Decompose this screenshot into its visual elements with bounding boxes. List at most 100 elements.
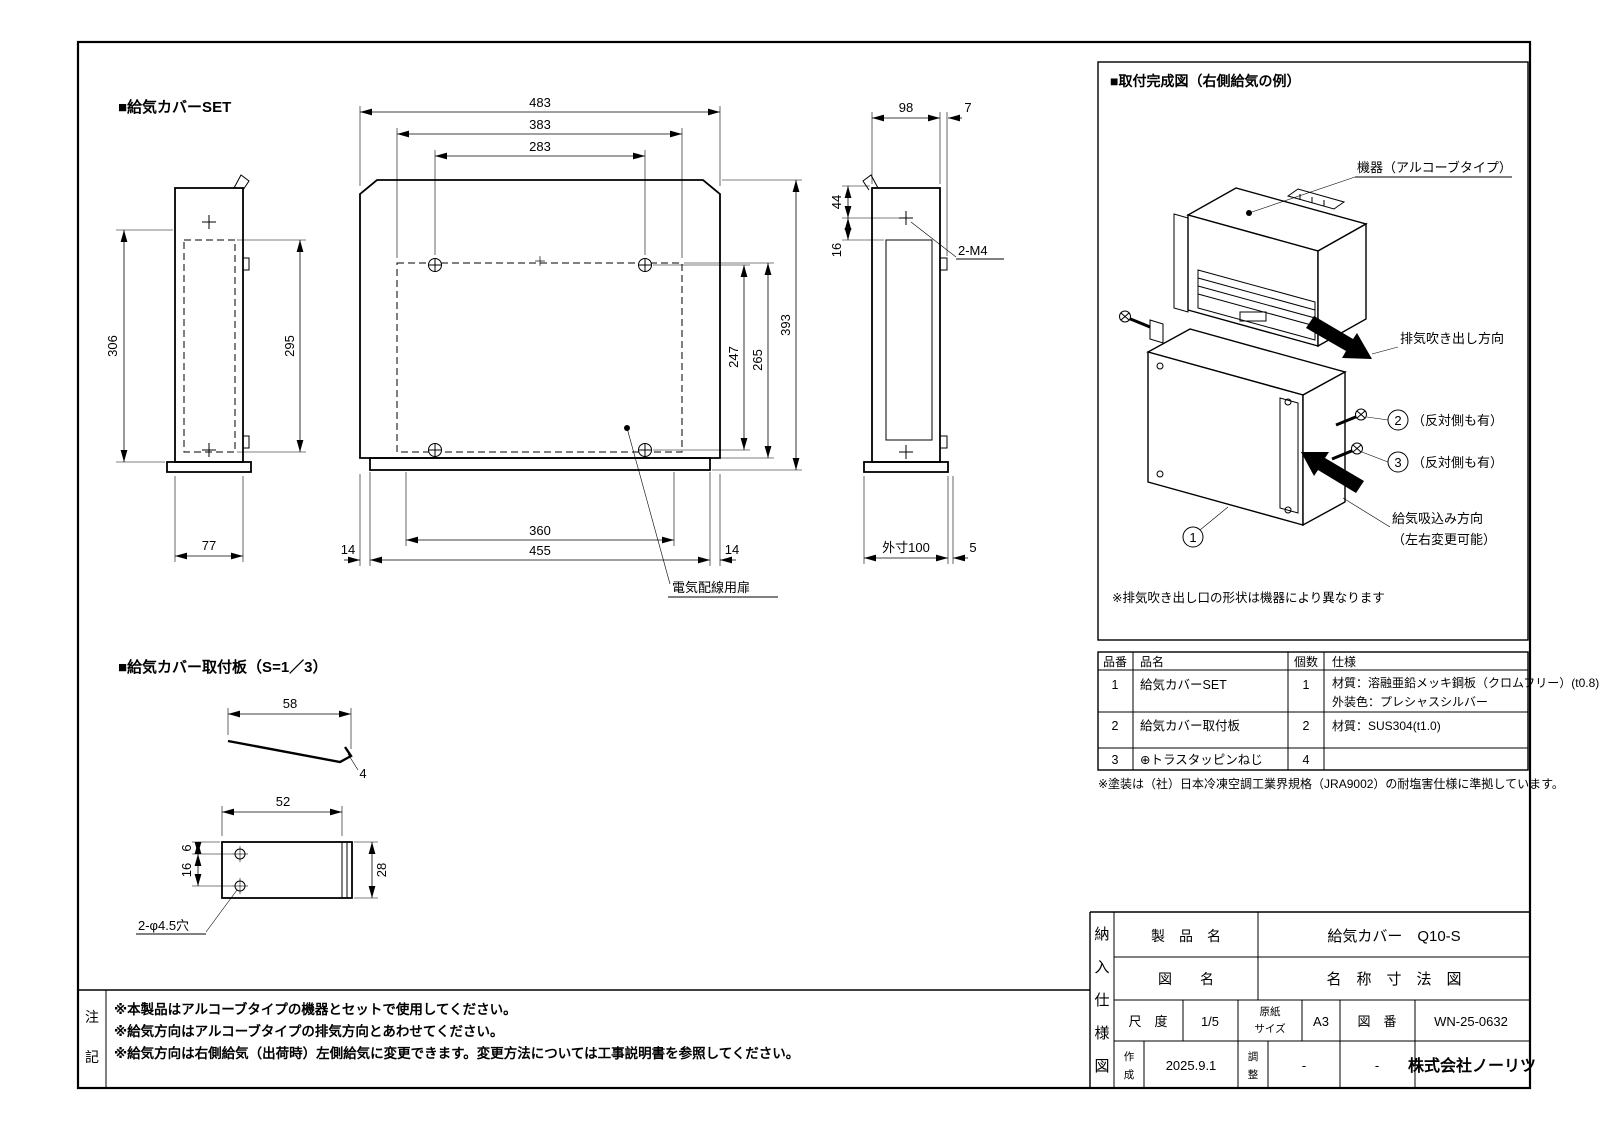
row2-spec1: 材質：SUS304(t1.0)	[1332, 718, 1441, 733]
drawing-name-label: 図 名	[1158, 971, 1214, 987]
install-view: ■取付完成図（右側給気の例）	[1097, 61, 1529, 641]
dim-outer-100: 外寸100	[882, 540, 930, 555]
dim-16: 16	[829, 243, 844, 257]
note-line-3: ※給気方向は右側給気（出荷時）左側給気に変更できます。変更方法については工事説明…	[114, 1045, 799, 1061]
col-header-qty: 個数	[1294, 654, 1318, 669]
intake-label-1: 給気吸込み方向	[1392, 511, 1483, 526]
dim-44: 44	[829, 195, 844, 209]
bracket-view: 58 4 52 6 16 28 2-φ4.5穴	[136, 696, 389, 935]
row2-no: 2	[1112, 719, 1119, 733]
dim-7: 7	[964, 100, 971, 115]
created-label-1: 作	[1124, 1051, 1135, 1063]
row1-spec2: 外装色：プレシャスシルバー	[1332, 695, 1488, 709]
set-section-label: ■給気カバーSET	[118, 98, 231, 116]
doc-type-char-5: 図	[1094, 1058, 1109, 1075]
figure-number-value: WN-25-0632	[1434, 1014, 1508, 1029]
dim-16b: 16	[179, 863, 194, 877]
callout-3-number: 3	[1394, 455, 1401, 470]
adjust-value: -	[1302, 1058, 1306, 1073]
holes-label: 2-φ4.5穴	[138, 918, 189, 933]
dim-4: 4	[359, 766, 366, 781]
col-header-spec: 仕様	[1332, 655, 1356, 669]
cover-right-face	[1302, 370, 1346, 527]
dim-295: 295	[282, 335, 297, 357]
dim-455: 455	[529, 543, 551, 558]
row3-qty: 4	[1303, 753, 1310, 767]
dim-393: 393	[778, 314, 793, 336]
paper-size-label-2: サイズ	[1254, 1022, 1285, 1035]
table-footnote: ※塗装は（社）日本冷凍空調工業界規格（JRA9002）の耐塩害仕様に準拠していま…	[1098, 776, 1564, 791]
intake-label-2: （左右変更可能）	[1392, 532, 1496, 547]
dim-265: 265	[750, 349, 765, 371]
product-name-value: 給気カバー Q10-S	[1327, 928, 1460, 945]
company-name: 株式会社ノーリツ	[1408, 1056, 1536, 1075]
product-name-label: 製 品 名	[1151, 928, 1221, 944]
intake-arrow	[1301, 452, 1364, 493]
parts-table: 品番 品名 個数 仕様 1 給気カバーSET 1 材質：溶融亜鉛メッキ鋼板（クロ…	[1097, 651, 1599, 791]
row1-qty: 1	[1303, 678, 1310, 692]
exhaust-label: 排気吹き出し方向	[1400, 331, 1504, 346]
note-line-1: ※本製品はアルコーブタイプの機器とセットで使用してください。	[114, 1001, 517, 1017]
paper-size-label-1: 原紙	[1260, 1005, 1282, 1018]
callout-3-note: （反対側も有）	[1412, 455, 1503, 470]
front-view: 電気配線用扉 483 383 283 247 265 393 3	[341, 95, 802, 598]
callout-2-note: （反対側も有）	[1412, 413, 1503, 428]
row1-spec1: 材質：溶融亜鉛メッキ鋼板（クロムフリー）(t0.8)	[1332, 675, 1599, 690]
right-side-view: 98 7 44 16 2-M4 外寸100 5	[829, 100, 1004, 564]
figure-number-label: 図 番	[1357, 1014, 1396, 1029]
col-header-name: 品名	[1140, 654, 1164, 669]
sheet-border	[76, 40, 1532, 1090]
dim-6: 6	[179, 844, 194, 851]
dim-14-left: 14	[341, 542, 355, 557]
blank-cell-value: -	[1375, 1058, 1379, 1073]
dim-383: 383	[529, 117, 551, 132]
machine-label: 機器（アルコーブタイプ）	[1357, 160, 1512, 175]
install-section-label: ■取付完成図（右側給気の例）	[1110, 73, 1300, 89]
doc-type-char-2: 入	[1094, 959, 1109, 976]
intake-vent	[1279, 397, 1299, 514]
row1-no: 1	[1112, 678, 1119, 692]
bracket-section-label: ■給気カバー取付板（S=1／3）	[118, 658, 328, 676]
col-header-no: 品番	[1103, 655, 1127, 669]
notes-label-1: 注	[85, 1009, 99, 1025]
dim-247: 247	[726, 346, 741, 368]
exhaust-arrow	[1306, 316, 1372, 359]
dim-77: 77	[202, 538, 216, 553]
row2-qty: 2	[1303, 719, 1310, 733]
row2-name: 給気カバー取付板	[1140, 718, 1241, 733]
dim-360: 360	[529, 523, 551, 538]
dim-52: 52	[276, 794, 290, 809]
drawing-name-value: 名 称 寸 法 図	[1326, 971, 1461, 988]
paper-size-value: A3	[1313, 1014, 1329, 1029]
row3-name: ⊕トラスタッピンねじ	[1140, 753, 1263, 767]
doc-type-char-1: 納	[1094, 926, 1109, 943]
callout-1-number: 1	[1189, 530, 1196, 545]
left-side-view: 306 295 77	[105, 174, 306, 562]
adjust-label-2: 整	[1248, 1068, 1259, 1081]
notes-box: 注 記 ※本製品はアルコーブタイプの機器とセットで使用してください。 ※給気方向…	[78, 989, 1090, 1088]
door-label: 電気配線用扉	[672, 580, 750, 595]
machine-right-face	[1317, 222, 1367, 348]
install-note: ※排気吹き出し口の形状は機器により異なります	[1112, 590, 1385, 605]
dim-483: 483	[529, 95, 551, 110]
adjust-label-1: 調	[1248, 1050, 1259, 1063]
created-label-2: 成	[1124, 1069, 1135, 1081]
dim-98: 98	[899, 100, 913, 115]
dim-5: 5	[969, 540, 976, 555]
dim-28: 28	[374, 863, 389, 877]
callout-2-number: 2	[1394, 413, 1401, 428]
doc-type-char-3: 仕	[1094, 992, 1109, 1009]
table-row: 3 ⊕トラスタッピンねじ 4	[1112, 753, 1310, 767]
row1-name: 給気カバーSET	[1140, 677, 1227, 692]
note-line-2: ※給気方向はアルコーブタイプの排気方向とあわせてください。	[114, 1023, 504, 1039]
scale-label: 尺 度	[1128, 1014, 1167, 1029]
dim-58: 58	[283, 696, 297, 711]
doc-type-char-4: 様	[1094, 1025, 1109, 1042]
created-date-value: 2025.9.1	[1166, 1058, 1217, 1073]
dim-283: 283	[529, 139, 551, 154]
title-block: 納 入 仕 様 図 製 品 名 給気カバー Q10-S 図 名 名 称 寸 法 …	[1089, 911, 1536, 1088]
dim-14-right: 14	[725, 542, 739, 557]
dim-306: 306	[105, 335, 120, 357]
